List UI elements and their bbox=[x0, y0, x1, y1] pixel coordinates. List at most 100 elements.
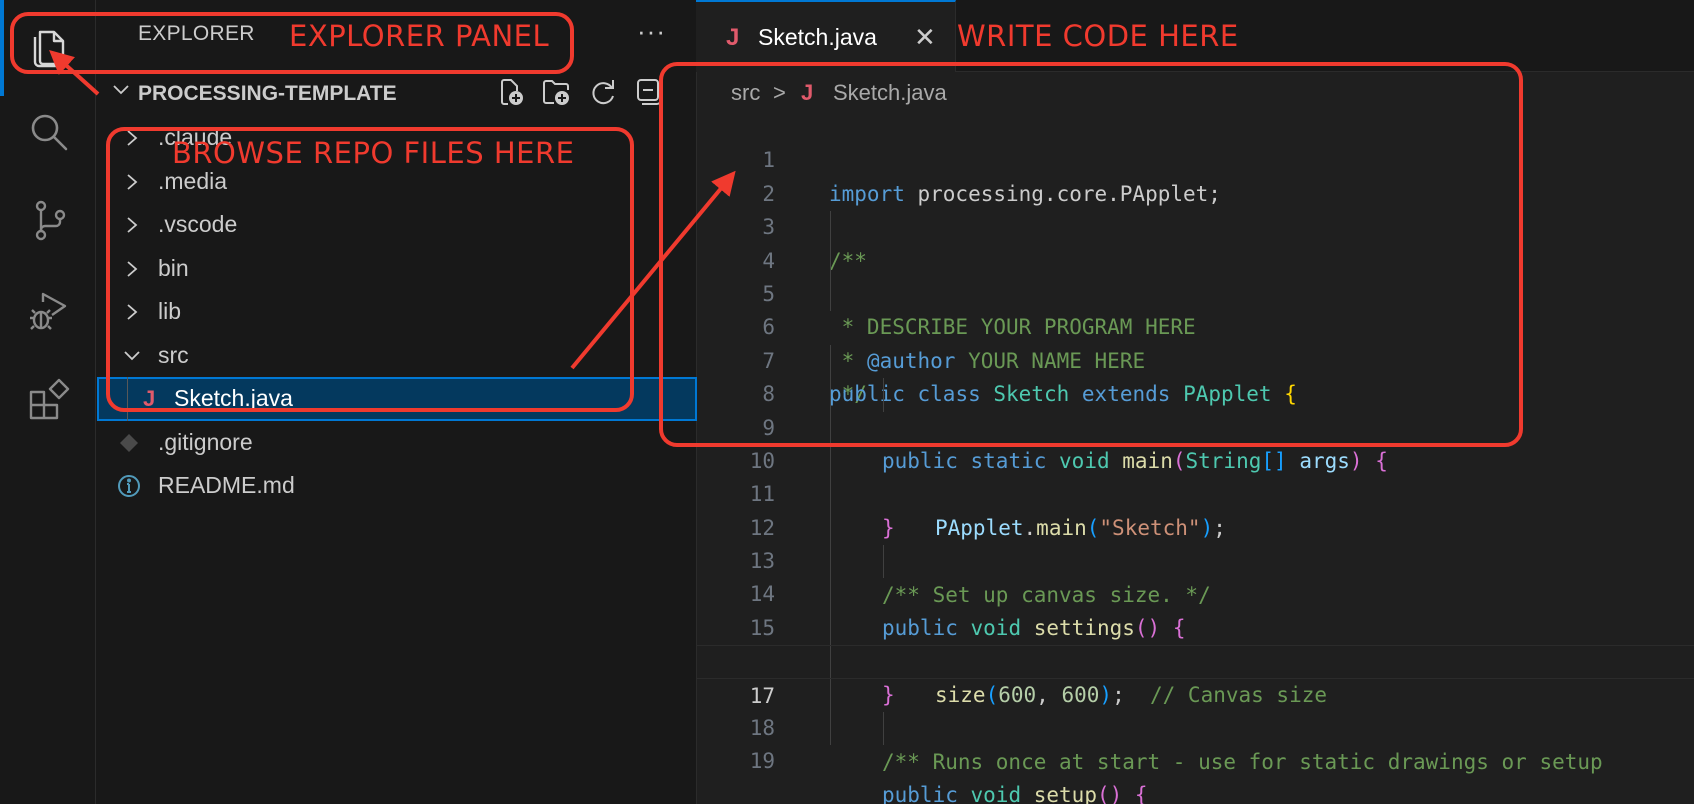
line-number: 11 bbox=[749, 482, 775, 507]
info-icon bbox=[118, 475, 140, 497]
code-line: 18 public void setup() { bbox=[697, 678, 1694, 804]
code-line: 9 PApplet.main("Sketch"); bbox=[697, 378, 1694, 540]
chevron-down-icon bbox=[113, 85, 129, 95]
breadcrumb-folder[interactable]: src bbox=[731, 80, 761, 105]
line-number: 15 bbox=[749, 615, 775, 640]
extensions-button[interactable] bbox=[24, 374, 72, 422]
code-line: 10 } bbox=[697, 411, 1694, 540]
code-line: 14 size(600, 600); // Canvas size bbox=[697, 545, 1694, 707]
code-line: 5 * @author YOUR NAME HERE bbox=[697, 244, 1694, 373]
line-number: 5 bbox=[762, 281, 775, 306]
tree-item-gitignore[interactable]: .gitignore bbox=[97, 421, 697, 465]
line-content: /** Runs once at start - use for static … bbox=[882, 750, 1603, 775]
tree-item-label: bin bbox=[158, 254, 189, 281]
code-line: 4 * DESCRIBE YOUR PROGRAM HERE bbox=[697, 211, 1694, 339]
tree-item-sketch-java[interactable]: J Sketch.java bbox=[97, 377, 697, 421]
indent-guide bbox=[830, 678, 831, 713]
new-file-icon bbox=[501, 79, 523, 105]
indent-guide bbox=[830, 511, 831, 546]
collapse-all-button[interactable] bbox=[633, 76, 665, 108]
sidebar-title: EXPLORER bbox=[138, 22, 255, 45]
tab-bar: J Sketch.java ✕ bbox=[696, 0, 1694, 72]
tree-item-label: src bbox=[158, 341, 189, 368]
tree-item-label: README.md bbox=[158, 472, 295, 499]
line-number: 19 bbox=[749, 749, 775, 774]
line-content: } bbox=[882, 515, 895, 540]
line-number: 6 bbox=[762, 315, 775, 340]
line-number: 13 bbox=[749, 549, 775, 574]
tree-item-label: .media bbox=[158, 167, 228, 194]
line-number: 7 bbox=[762, 348, 775, 373]
indent-guide bbox=[127, 377, 128, 421]
chevron-right-icon bbox=[127, 304, 138, 320]
code-line: 2 bbox=[697, 144, 1694, 206]
new-folder-icon bbox=[543, 80, 569, 105]
section-header[interactable]: PROCESSING-TEMPLATE bbox=[97, 74, 697, 112]
file-tree: .claude .media .vscode bin lib src J Ske… bbox=[97, 116, 697, 508]
line-content: PApplet.main("Sketch"); bbox=[935, 515, 1226, 540]
chevron-right-icon bbox=[127, 260, 138, 277]
tree-item-media[interactable]: .media bbox=[97, 160, 697, 204]
indent-guide bbox=[883, 378, 884, 412]
more-actions-button[interactable]: ··· bbox=[637, 16, 666, 46]
indent-guide bbox=[830, 578, 831, 612]
line-content: * DESCRIBE YOUR PROGRAM HERE bbox=[829, 315, 1196, 340]
line-number: 10 bbox=[749, 448, 775, 473]
code-line: 11 bbox=[697, 444, 1694, 506]
line-number: 18 bbox=[749, 716, 775, 741]
breadcrumb-separator: > bbox=[773, 80, 786, 105]
code-line: 13 public void settings() { bbox=[697, 511, 1694, 640]
line-number: 17 bbox=[749, 683, 775, 708]
tree-item-readme[interactable]: README.md bbox=[97, 464, 697, 508]
code-line: 7 public class Sketch extends PApplet { bbox=[697, 311, 1694, 406]
indent-guide bbox=[830, 611, 831, 646]
code-line: 16 bbox=[697, 611, 1694, 673]
line-content: * @author YOUR NAME HERE bbox=[829, 348, 1146, 373]
extensions-icon bbox=[29, 378, 70, 420]
line-content: /** bbox=[829, 248, 867, 273]
tree-item-claude[interactable]: .claude bbox=[97, 116, 697, 160]
refresh-icon bbox=[592, 80, 614, 105]
tree-item-label: .gitignore bbox=[158, 428, 253, 455]
run-debug-icon bbox=[30, 292, 67, 330]
explorer-button[interactable] bbox=[24, 22, 72, 70]
tree-item-label: .claude bbox=[158, 124, 233, 151]
indent-guide bbox=[883, 545, 884, 579]
line-number: 4 bbox=[762, 248, 775, 273]
code-line: 19 background(120, 197, 227); // Cyan ba… bbox=[697, 712, 1694, 773]
tree-item-vscode[interactable]: .vscode bbox=[97, 203, 697, 247]
collapse-all-icon bbox=[637, 79, 662, 105]
git-diamond-icon bbox=[120, 433, 138, 452]
line-content: /** Set up canvas size. */ bbox=[882, 582, 1211, 607]
tab-sketch-java[interactable]: J Sketch.java ✕ bbox=[696, 0, 956, 72]
new-file-button[interactable] bbox=[495, 76, 527, 108]
indent-guide bbox=[830, 478, 831, 512]
source-control-icon bbox=[35, 200, 66, 241]
code-line: 12 /** Set up canvas size. */ bbox=[697, 478, 1694, 607]
close-icon[interactable]: ✕ bbox=[914, 22, 936, 52]
search-button[interactable] bbox=[24, 108, 72, 156]
active-indicator bbox=[0, 0, 4, 96]
refresh-button[interactable] bbox=[587, 76, 619, 108]
search-icon bbox=[31, 114, 68, 151]
java-file-icon: J bbox=[726, 24, 740, 51]
source-control-button[interactable] bbox=[24, 196, 72, 244]
tree-item-lib[interactable]: lib bbox=[97, 290, 697, 334]
line-content: public void setup() { bbox=[882, 782, 1148, 804]
indent-guide bbox=[830, 411, 831, 445]
java-file-icon: J bbox=[801, 80, 814, 105]
line-number: 14 bbox=[749, 582, 775, 607]
tree-item-bin[interactable]: bin bbox=[97, 247, 697, 291]
chevron-right-icon bbox=[127, 217, 138, 233]
line-number: 1 bbox=[762, 148, 775, 173]
tree-item-src[interactable]: src bbox=[97, 334, 697, 378]
tab-label: Sketch.java bbox=[758, 24, 877, 50]
activity-bar bbox=[0, 0, 96, 804]
run-debug-button[interactable] bbox=[24, 286, 72, 334]
line-number: 12 bbox=[749, 515, 775, 540]
sidebar-header: EXPLORER ··· bbox=[97, 0, 697, 70]
breadcrumb-file[interactable]: Sketch.java bbox=[833, 80, 947, 105]
new-folder-button[interactable] bbox=[541, 76, 573, 108]
line-content: import processing.core.PApplet; bbox=[829, 181, 1221, 206]
code-editor[interactable]: 1 import processing.core.PApplet; 2 3 /*… bbox=[697, 111, 1694, 804]
